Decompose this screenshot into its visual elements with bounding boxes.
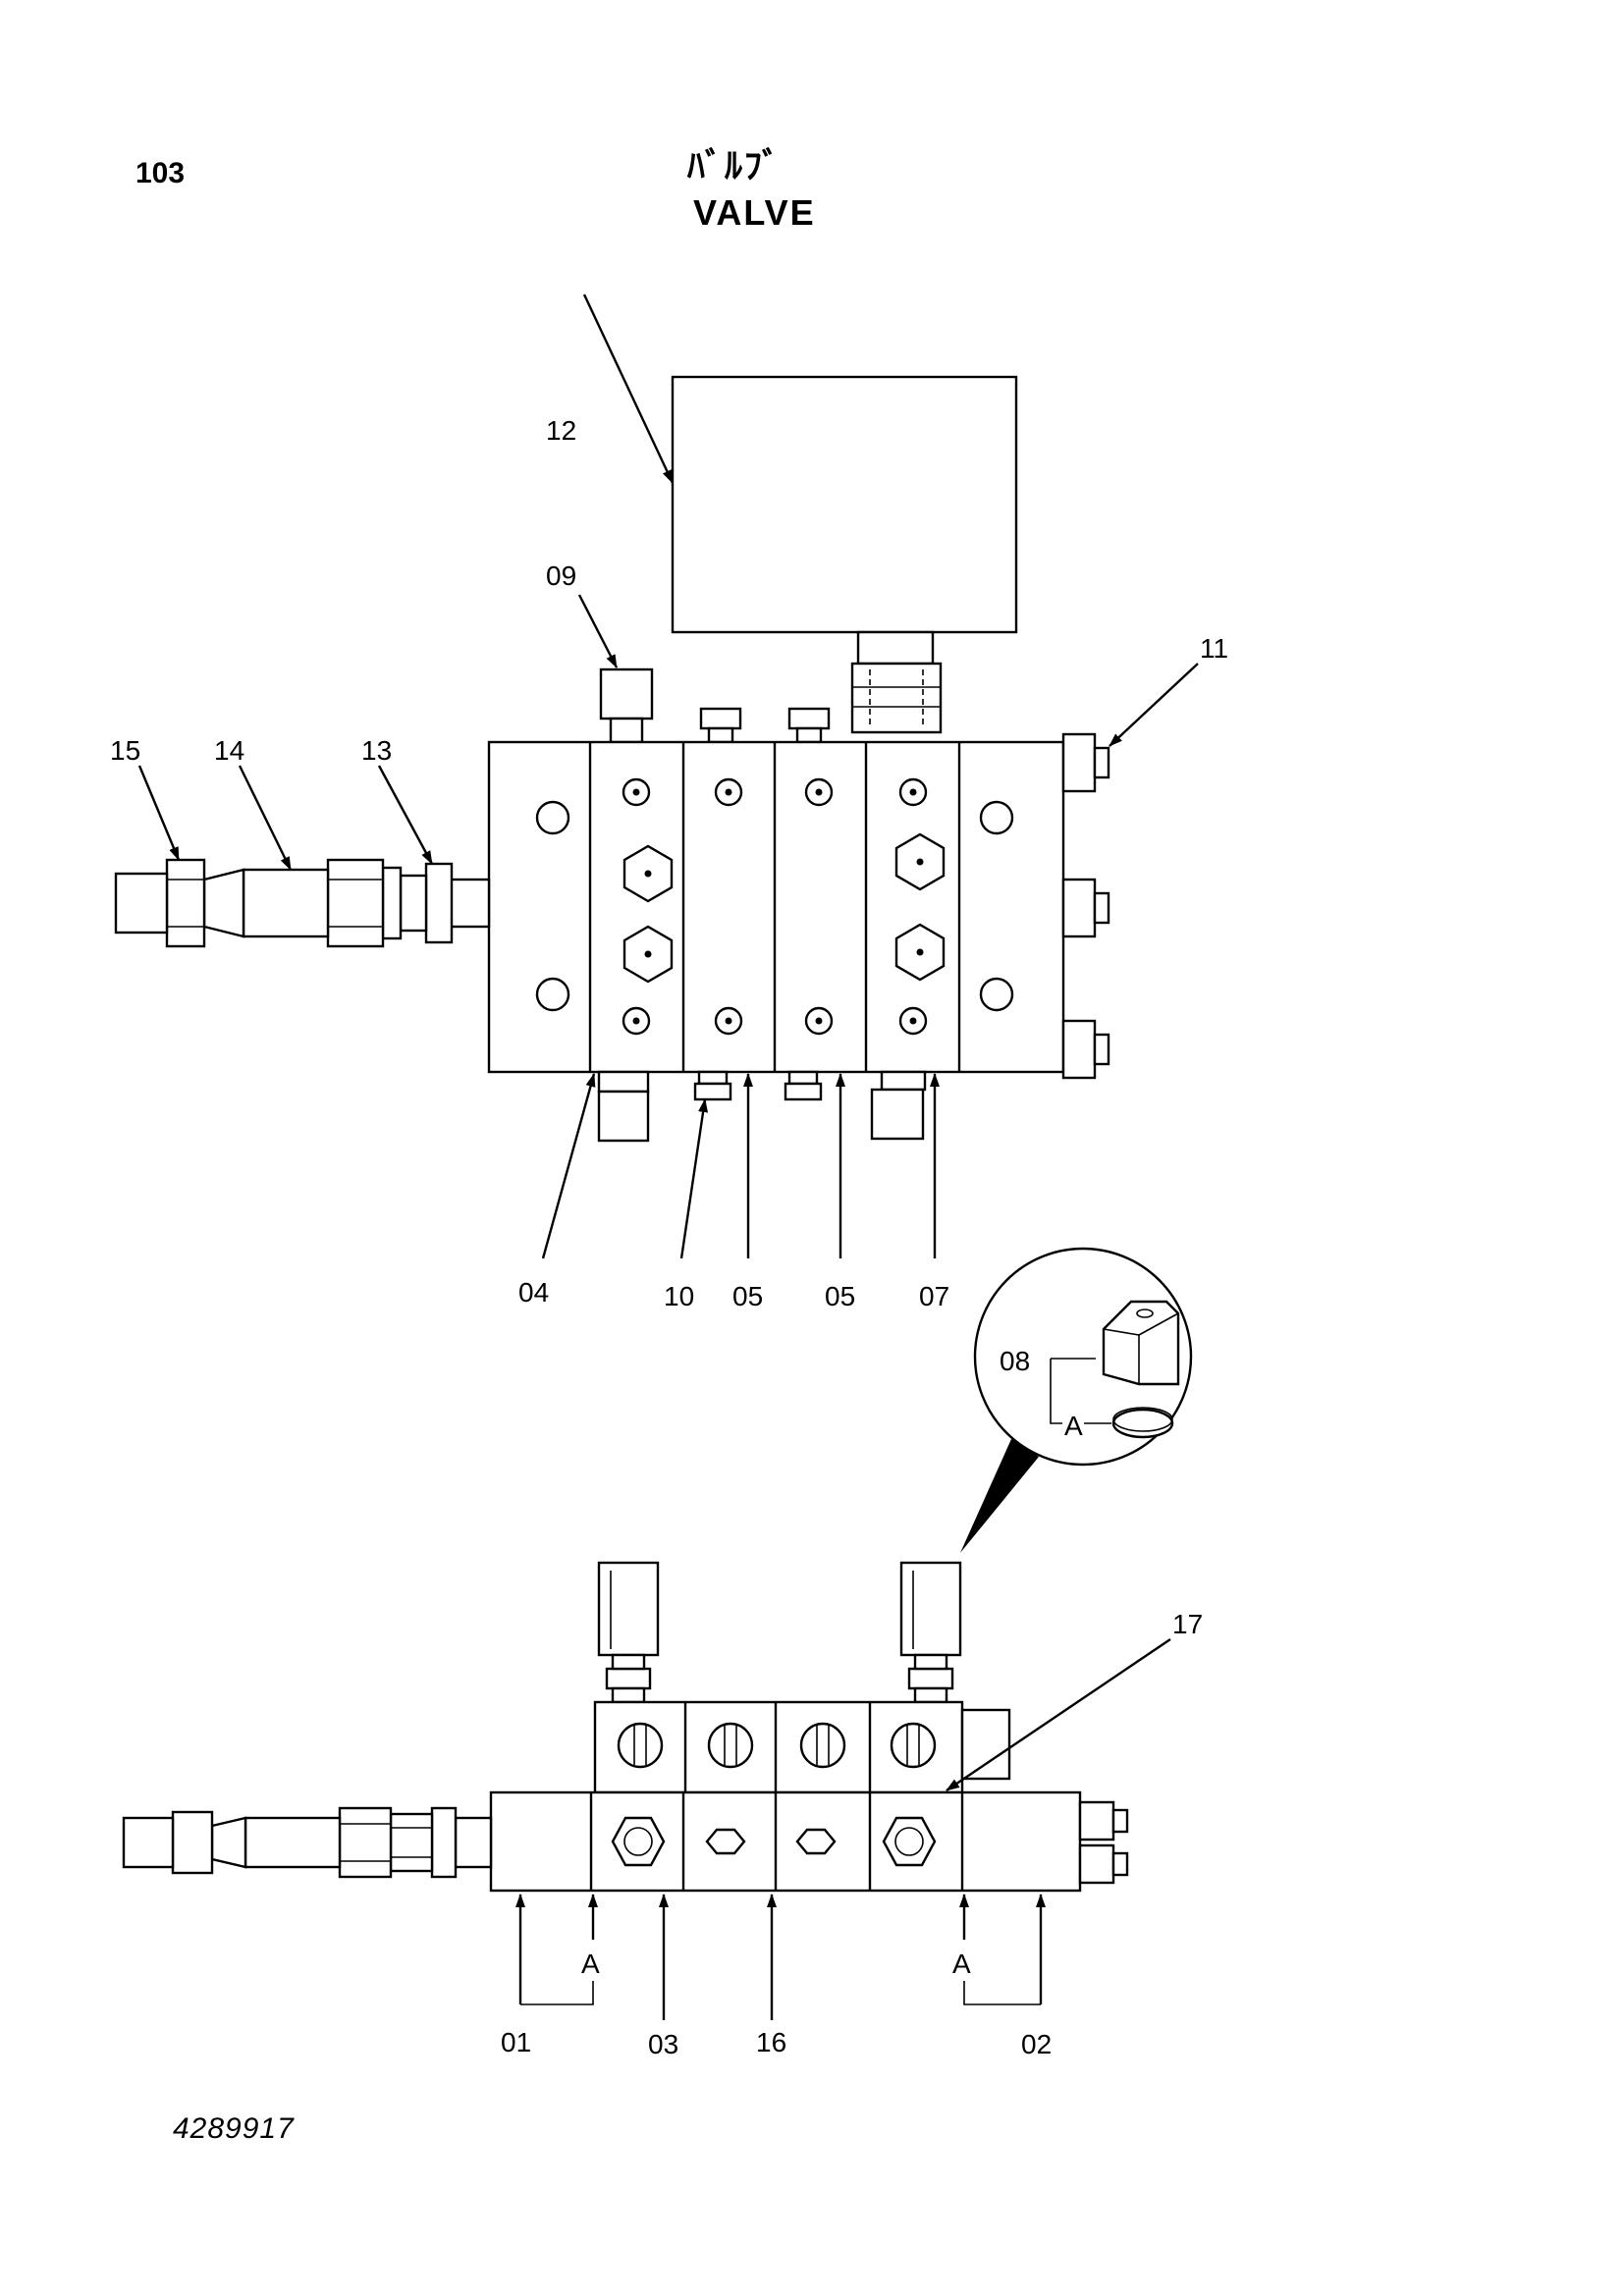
fitting-15 [165,858,206,948]
title-english: VALVE [693,192,816,233]
callout-10: 10 [664,1281,694,1311]
fitting-13 [424,862,454,944]
solenoid-box [671,375,1018,634]
fitting-09 [599,667,654,721]
callout-14: 14 [214,735,244,766]
callout-15: 15 [110,735,140,766]
callout-11: 11 [1200,633,1228,664]
callout-09: 09 [546,561,576,591]
valve-body-top [487,740,1065,1074]
callout-05-b: 05 [825,1281,855,1311]
fitting-11 [1061,732,1097,793]
detail-circle [960,1247,1193,1553]
callout-01: 01 [501,2027,531,2057]
part-number: 4289917 [173,2112,295,2145]
callout-02: 02 [1021,2029,1052,2059]
detail-label-a: A [1064,1411,1083,1441]
callout-03: 03 [648,2029,678,2059]
leader-12 [582,294,675,484]
callout-08: 08 [1000,1346,1030,1376]
callout-07: 07 [919,1281,949,1311]
callout-05-a: 05 [732,1281,763,1311]
callout-17: 17 [1172,1609,1203,1639]
top-view-leaders [137,294,1199,1259]
side-view-leaders [515,1638,1171,2020]
callout-13: 13 [361,735,392,766]
side-label-a-left: A [581,1949,600,1979]
page-number: 103 [135,157,186,189]
valve-body-side [489,1790,1082,1893]
callout-16: 16 [756,2027,786,2057]
top-view-assembly [114,375,1110,1143]
hose-14 [242,868,330,938]
side-label-a-right: A [952,1949,971,1979]
side-view-assembly [122,1561,1129,1893]
callout-labels: 12 09 11 15 14 13 04 10 05 05 07 08 A 17… [110,415,1228,2059]
callout-12: 12 [546,415,576,446]
title-japanese: ﾊﾞﾙﾌﾞ [687,146,782,187]
callout-04: 04 [518,1277,549,1308]
